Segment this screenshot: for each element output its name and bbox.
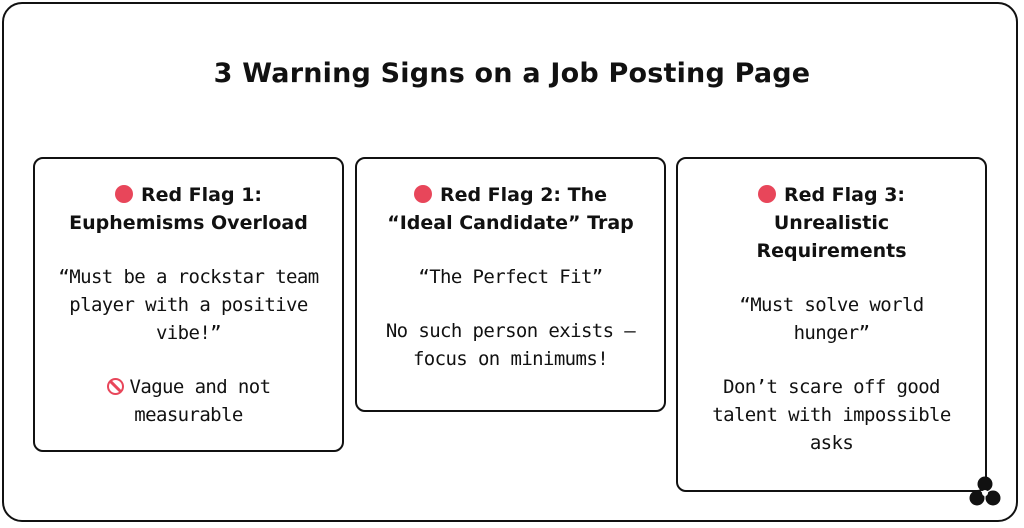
red-flag-card-1: Red Flag 1: Euphemisms Overload “Must be… <box>33 157 344 452</box>
red-flag-card-2: Red Flag 2: The “Ideal Candidate” Trap “… <box>355 157 666 412</box>
card-quote: “Must solve world hunger” <box>739 294 924 344</box>
brand-logo-icon <box>969 476 1001 506</box>
card-quote: “The Perfect Fit” <box>418 266 603 288</box>
page-title: 3 Warning Signs on a Job Posting Page <box>213 58 811 89</box>
card-heading: Red Flag 1: Euphemisms Overload <box>69 184 308 234</box>
red-circle-icon <box>114 185 133 203</box>
red-circle-icon <box>413 185 432 203</box>
card-note: No such person exists — focus on minimum… <box>385 320 636 370</box>
red-circle-icon <box>757 185 776 203</box>
prohibited-icon <box>106 378 124 395</box>
card-note: Don’t scare off good talent with impossi… <box>712 376 951 454</box>
card-heading: Red Flag 2: The “Ideal Candidate” Trap <box>387 184 634 234</box>
card-note: Vague and not measurable <box>49 373 328 429</box>
card-quote: “Must be a rockstar team player with a p… <box>58 266 319 344</box>
red-flag-card-3: Red Flag 3: Unrealistic Requirements “Mu… <box>676 157 987 492</box>
card-heading: Red Flag 3: Unrealistic Requirements <box>756 184 907 262</box>
